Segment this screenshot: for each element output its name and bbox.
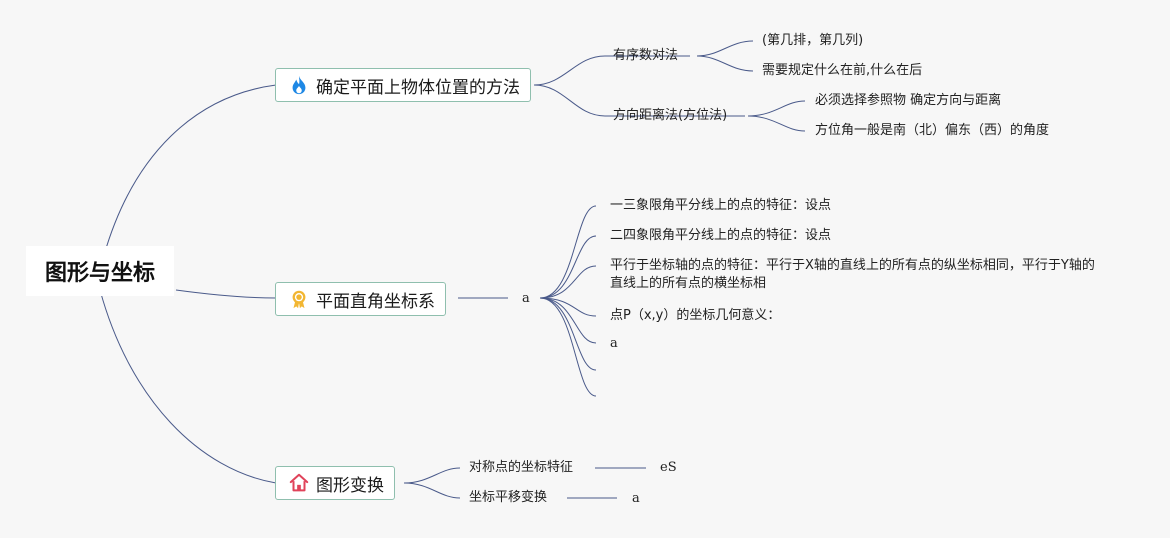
leaf-topic-empty[interactable] [610,361,630,379]
link-c2-l1 [747,100,806,117]
leaf-label: 平行于坐标轴的点的特征：平行于X轴的直线上的所有点的纵坐标相同，平行于Y轴的直线… [610,258,1095,291]
leaf-topic[interactable]: 平行于坐标轴的点的特征：平行于X轴的直线上的所有点的纵坐标相同，平行于Y轴的直线… [610,257,1106,293]
link-b1-c2 [533,84,745,117]
leaf-label: a [610,336,618,351]
leaf-label: a [632,491,640,506]
leaf-label: 点P（x,y）的坐标几何意义： [610,308,781,323]
leaf-topic[interactable]: (第几排，第几列) [762,32,863,50]
leaf-topic-empty[interactable] [610,387,630,405]
subtopic-ordered-pair[interactable]: 有序数对法 [613,47,678,65]
leaf-topic[interactable]: 二四象限角平分线上的点的特征：设点￼ [610,227,831,245]
link-b1-c1 [533,55,690,86]
link-root-branch-2 [175,289,277,299]
branch-topic-label: 确定平面上物体位置的方法 [316,77,520,98]
leaf-topic[interactable]: eS [660,459,677,477]
link-c2-l2 [747,115,806,132]
subtopic-label: 对称点的坐标特征 [469,460,574,475]
branch-topic-label: 图形变换 [316,475,384,496]
branch-topic-transformations[interactable]: 图形变换 [275,466,395,500]
link-root-branch-1 [99,84,277,271]
branch-topic-label: 平面直角坐标系 [316,291,435,312]
leaf-label: eS [660,460,677,475]
branch-topic-coordinate-system[interactable]: 平面直角坐标系 [275,282,446,316]
root-topic[interactable]: 图形与坐标 [26,246,174,296]
link-root-branch-3 [99,289,277,484]
flame-icon [288,74,310,96]
link-b3-c1 [403,467,461,484]
subtopic-label: 方向距离法(方位法) [613,108,728,123]
house-icon [288,472,310,494]
subtopic-direction-distance[interactable]: 方向距离法(方位法) [613,107,727,125]
leaf-topic[interactable]: a [610,335,618,353]
leaf-topic[interactable]: a [632,490,640,508]
subtopic-label: 坐标平移变换 [469,490,548,505]
award-ribbon-icon [288,288,310,310]
leaf-label: 二四象限角平分线上的点的特征：设点￼ [610,228,832,243]
subtopic-translation[interactable]: 坐标平移变换 [469,489,547,507]
leaf-label: (第几排，第几列) [762,33,864,48]
leaf-topic[interactable]: 点P（x,y）的坐标几何意义： [610,307,780,325]
link-c1-l2 [696,55,754,72]
leaf-label: 必须选择参照物 确定方向与距离 [815,93,1002,108]
leaf-topic[interactable]: 方位角一般是南（北）偏东（西）的角度 [815,122,1049,140]
subtopic-label: 有序数对法 [613,48,679,63]
subtopic-symmetric-point[interactable]: 对称点的坐标特征 [469,459,573,477]
subtopic-label: a [522,291,530,306]
root-topic-label: 图形与坐标 [44,261,155,286]
leaf-label: 需要规定什么在前,什么在后 [762,63,923,78]
leaf-label: 方位角一般是南（北）偏东（西）的角度 [815,123,1050,138]
subtopic-a[interactable]: a [522,290,530,308]
link-b3-c2 [403,482,461,499]
leaf-topic[interactable]: 一三象限角平分线上的点的特征：设点￼ [610,197,831,215]
link-c1-l1 [696,40,754,57]
leaf-topic[interactable]: 必须选择参照物 确定方向与距离 [815,92,1001,110]
branch-topic-position-methods[interactable]: 确定平面上物体位置的方法 [275,68,531,102]
leaf-topic[interactable]: 需要规定什么在前,什么在后 [762,62,922,80]
leaf-label: 一三象限角平分线上的点的特征：设点￼ [610,198,832,213]
